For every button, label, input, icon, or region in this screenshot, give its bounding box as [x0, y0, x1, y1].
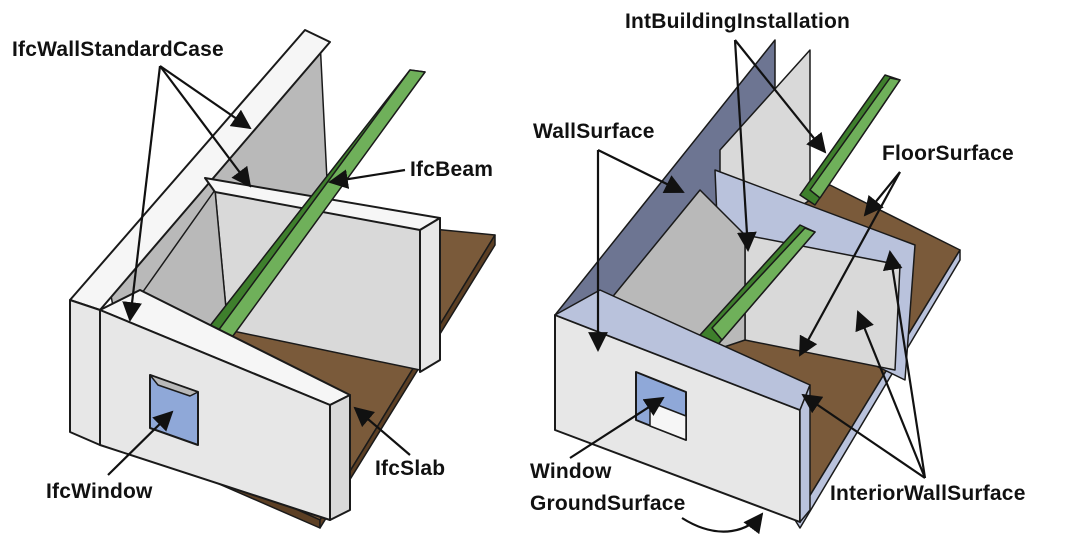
label-ifc-wall-standard-case: IfcWallStandardCase [12, 38, 224, 61]
label-ground-surface: GroundSurface [530, 492, 685, 515]
installation-beam-far-top [809, 77, 901, 199]
arrow-floor-surface-1 [863, 171, 901, 217]
arrow-interior-2 [855, 310, 927, 479]
installation-beam-near-top [711, 227, 816, 341]
window-reveal [149, 374, 199, 397]
arrow-installation-1 [733, 39, 757, 252]
label-window: Window [530, 460, 612, 483]
label-wall-surface: WallSurface [533, 120, 655, 143]
interior-wall-surface-front [799, 384, 811, 523]
arrow-wall-surface-1 [597, 149, 685, 193]
arrow-window [569, 396, 665, 459]
back-wall-front [69, 299, 101, 446]
citygml-model [554, 39, 961, 529]
arrow-wall-1 [159, 65, 252, 130]
arrow-beam [328, 168, 406, 189]
arrow-ground-surface [681, 512, 764, 535]
ifc-model [69, 29, 496, 529]
arrow-window [107, 410, 174, 476]
arrow-wall-2 [159, 65, 252, 188]
label-ifc-window: IfcWindow [46, 480, 153, 503]
right-arrows [569, 39, 927, 535]
arrow-installation-2 [734, 39, 827, 154]
label-int-building-installation: IntBuildingInstallation [625, 10, 850, 33]
label-floor-surface: FloorSurface [882, 142, 1014, 165]
left-arrows [107, 65, 411, 476]
arrow-slab [353, 406, 411, 456]
arrow-floor-surface-2 [799, 171, 901, 357]
label-interior-wall-surface: InteriorWallSurface [830, 482, 1026, 505]
arrow-wall-3 [122, 65, 162, 322]
label-ifc-beam: IfcBeam [410, 158, 493, 181]
front-wall-end [329, 394, 351, 521]
inner-wall-end [419, 217, 441, 373]
label-ifc-slab: IfcSlab [375, 457, 445, 480]
arrow-interior-3 [801, 393, 926, 479]
arrow-interior-1 [882, 250, 927, 479]
